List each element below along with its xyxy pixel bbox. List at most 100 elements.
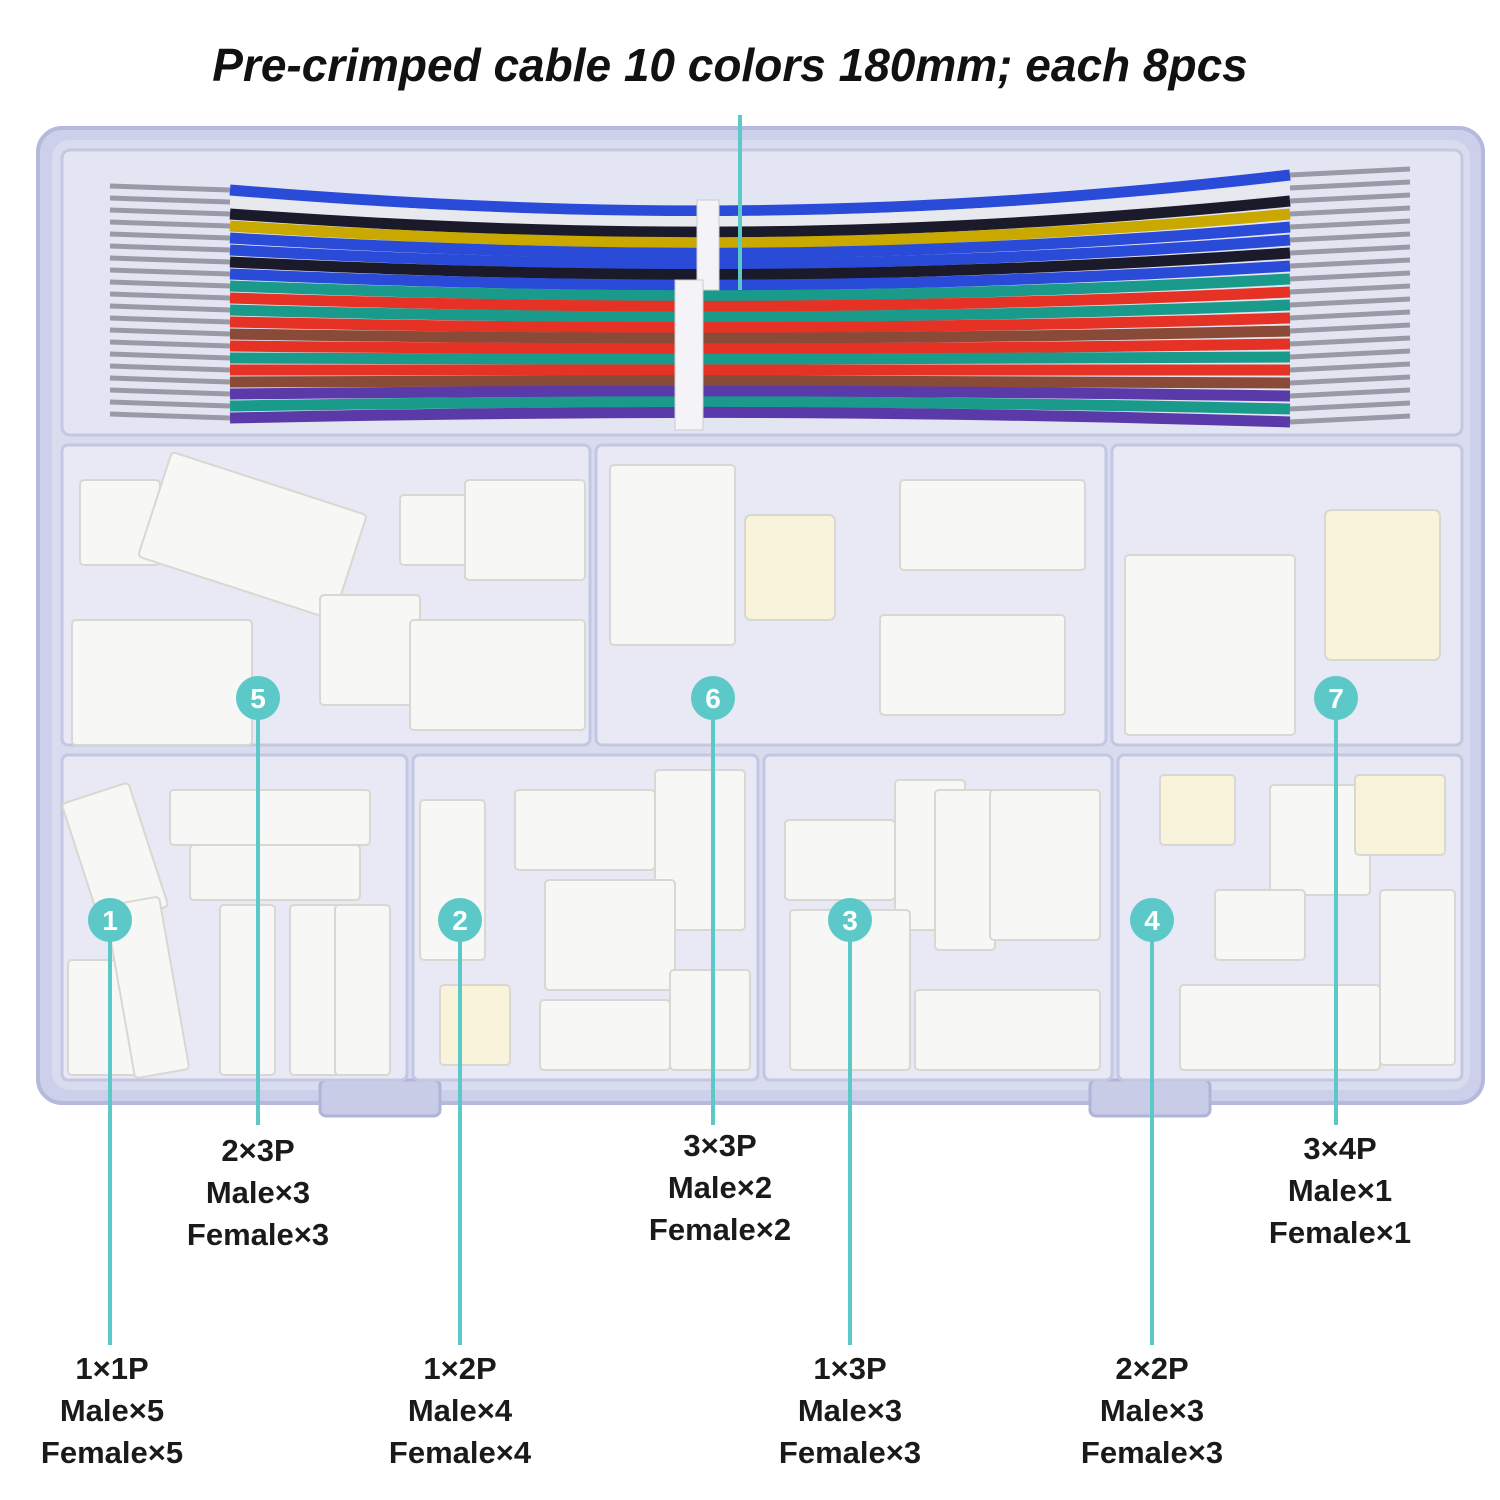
wire-terminal bbox=[109, 207, 231, 217]
wire bbox=[229, 396, 1291, 415]
wire-terminal bbox=[109, 267, 231, 277]
wire-terminal bbox=[1289, 257, 1411, 269]
wire-terminal bbox=[109, 291, 231, 301]
wire bbox=[229, 169, 1291, 217]
wire bbox=[229, 234, 1291, 270]
label-size: 1×2P bbox=[423, 1351, 497, 1386]
wire-terminal bbox=[1289, 179, 1411, 191]
badge-5: 5 bbox=[236, 676, 280, 720]
label-male: Male×3 bbox=[205, 1175, 311, 1210]
badge-4: 4 bbox=[1130, 898, 1174, 942]
label-compartment-5: 2×3P Male×3 Female×3 bbox=[128, 1130, 388, 1256]
badge-4-number: 4 bbox=[1144, 905, 1160, 936]
wire bbox=[229, 385, 1291, 402]
wire-terminal bbox=[1289, 166, 1411, 178]
wire bbox=[229, 273, 1291, 302]
wire-terminal bbox=[109, 255, 231, 265]
label-female: Female×5 bbox=[40, 1435, 184, 1470]
wire-terminal bbox=[1289, 387, 1411, 399]
wire-terminal bbox=[109, 219, 231, 229]
wire-terminal bbox=[109, 399, 231, 409]
label-male: Male×1 bbox=[1287, 1173, 1393, 1208]
label-female: Female×3 bbox=[778, 1435, 922, 1470]
wire bbox=[229, 182, 1291, 228]
wire bbox=[229, 286, 1291, 312]
wire-terminal bbox=[109, 231, 231, 241]
wire bbox=[229, 221, 1291, 259]
wire-terminal bbox=[1289, 296, 1411, 308]
label-female: Female×4 bbox=[388, 1435, 532, 1470]
cable-tie-1 bbox=[696, 199, 720, 291]
wire bbox=[229, 338, 1291, 355]
cable-bundle bbox=[109, 166, 1411, 428]
wire-terminal bbox=[1289, 218, 1411, 230]
label-size: 3×4P bbox=[1303, 1131, 1377, 1166]
label-male: Male×3 bbox=[797, 1393, 903, 1428]
label-female: Female×3 bbox=[186, 1217, 330, 1252]
wire-terminal bbox=[1289, 231, 1411, 243]
label-compartment-4: 2×2P Male×3 Female×3 bbox=[1022, 1348, 1282, 1474]
wire bbox=[229, 351, 1291, 365]
badge-7-number: 7 bbox=[1328, 683, 1344, 714]
badge-2: 2 bbox=[438, 898, 482, 942]
wire-terminal bbox=[1289, 413, 1411, 425]
label-female: Female×1 bbox=[1268, 1215, 1412, 1250]
badge-3-number: 3 bbox=[842, 905, 858, 936]
label-compartment-2: 1×2P Male×4 Female×4 bbox=[330, 1348, 590, 1474]
latch-left bbox=[318, 1078, 442, 1118]
wire-terminal bbox=[109, 279, 231, 289]
wire bbox=[229, 375, 1291, 389]
wire-terminal bbox=[109, 363, 231, 373]
label-male: Male×5 bbox=[59, 1393, 165, 1428]
label-female: Female×3 bbox=[1080, 1435, 1224, 1470]
label-compartment-7: 3×4P Male×1 Female×1 bbox=[1210, 1128, 1470, 1254]
cable-tie-2 bbox=[674, 279, 704, 431]
badge-2-number: 2 bbox=[452, 905, 468, 936]
wire bbox=[229, 260, 1291, 291]
badge-6: 6 bbox=[691, 676, 735, 720]
wire-terminal bbox=[109, 339, 231, 349]
label-male: Male×4 bbox=[407, 1393, 513, 1428]
wire-terminal bbox=[109, 327, 231, 337]
wire-terminal bbox=[109, 195, 231, 205]
wire bbox=[229, 406, 1291, 428]
wire-terminal bbox=[1289, 348, 1411, 360]
label-male: Male×2 bbox=[667, 1170, 773, 1205]
badge-5-number: 5 bbox=[250, 683, 266, 714]
label-female: Female×2 bbox=[648, 1212, 792, 1247]
wire-terminal bbox=[109, 351, 231, 361]
label-size: 2×3P bbox=[221, 1133, 295, 1168]
wire-terminal bbox=[1289, 322, 1411, 334]
label-size: 1×1P bbox=[75, 1351, 149, 1386]
wire-terminal bbox=[1289, 192, 1411, 204]
wire-terminal bbox=[1289, 400, 1411, 412]
label-size: 2×2P bbox=[1115, 1351, 1189, 1386]
badge-3: 3 bbox=[828, 898, 872, 942]
wire-terminal bbox=[109, 303, 231, 313]
label-male: Male×3 bbox=[1099, 1393, 1205, 1428]
wire bbox=[229, 208, 1291, 249]
wire-terminal bbox=[1289, 309, 1411, 321]
label-compartment-6: 3×3P Male×2 Female×2 bbox=[590, 1125, 850, 1251]
wire-terminal bbox=[109, 315, 231, 325]
wire-terminal bbox=[109, 411, 231, 421]
wire-terminal bbox=[1289, 205, 1411, 217]
connector-housings bbox=[61, 451, 1456, 1079]
wire-terminal bbox=[1289, 361, 1411, 373]
badge-6-number: 6 bbox=[705, 683, 721, 714]
wire-terminal bbox=[1289, 374, 1411, 386]
badge-7: 7 bbox=[1314, 676, 1358, 720]
wire bbox=[229, 195, 1291, 238]
wire-terminal bbox=[109, 243, 231, 253]
wire-terminal bbox=[109, 183, 231, 193]
wire-terminal bbox=[109, 375, 231, 385]
badge-1: 1 bbox=[88, 898, 132, 942]
wire-terminal bbox=[109, 387, 231, 397]
wire bbox=[229, 299, 1291, 323]
page-title: Pre-crimped cable 10 colors 180mm; each … bbox=[212, 39, 1248, 91]
label-size: 1×3P bbox=[813, 1351, 887, 1386]
wire bbox=[229, 312, 1291, 334]
badge-1-number: 1 bbox=[102, 905, 118, 936]
label-compartment-3: 1×3P Male×3 Female×3 bbox=[720, 1348, 980, 1474]
